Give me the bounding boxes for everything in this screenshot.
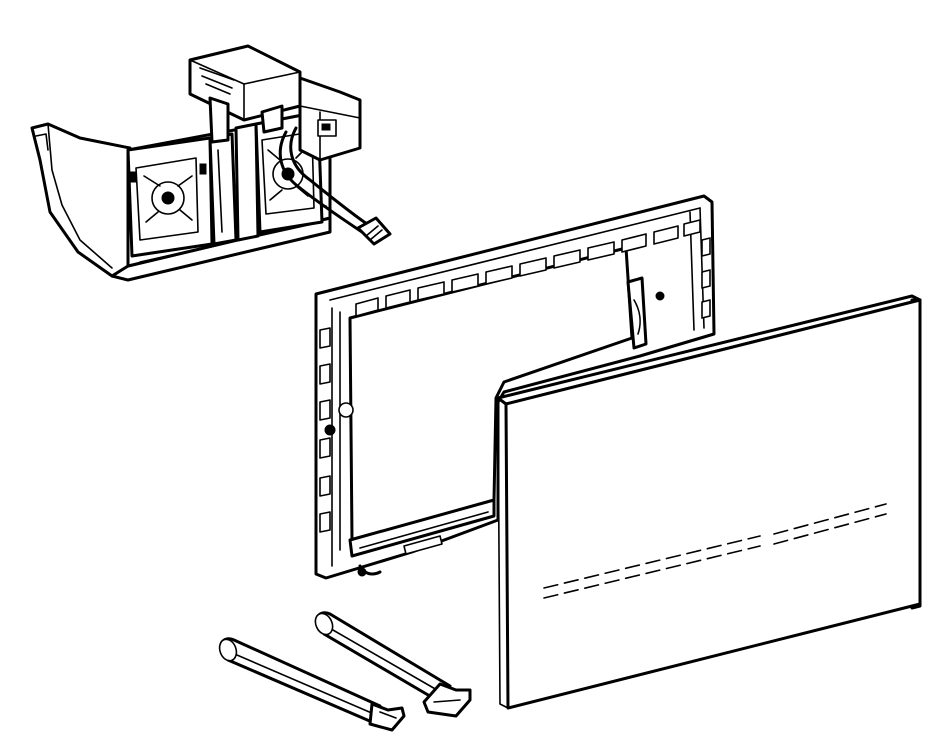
fixing-rod-icon (218, 637, 406, 732)
electronic-control-module-icon (30, 44, 392, 282)
cover-plate-icon (496, 294, 922, 710)
fixing-rod-icon (314, 611, 472, 718)
